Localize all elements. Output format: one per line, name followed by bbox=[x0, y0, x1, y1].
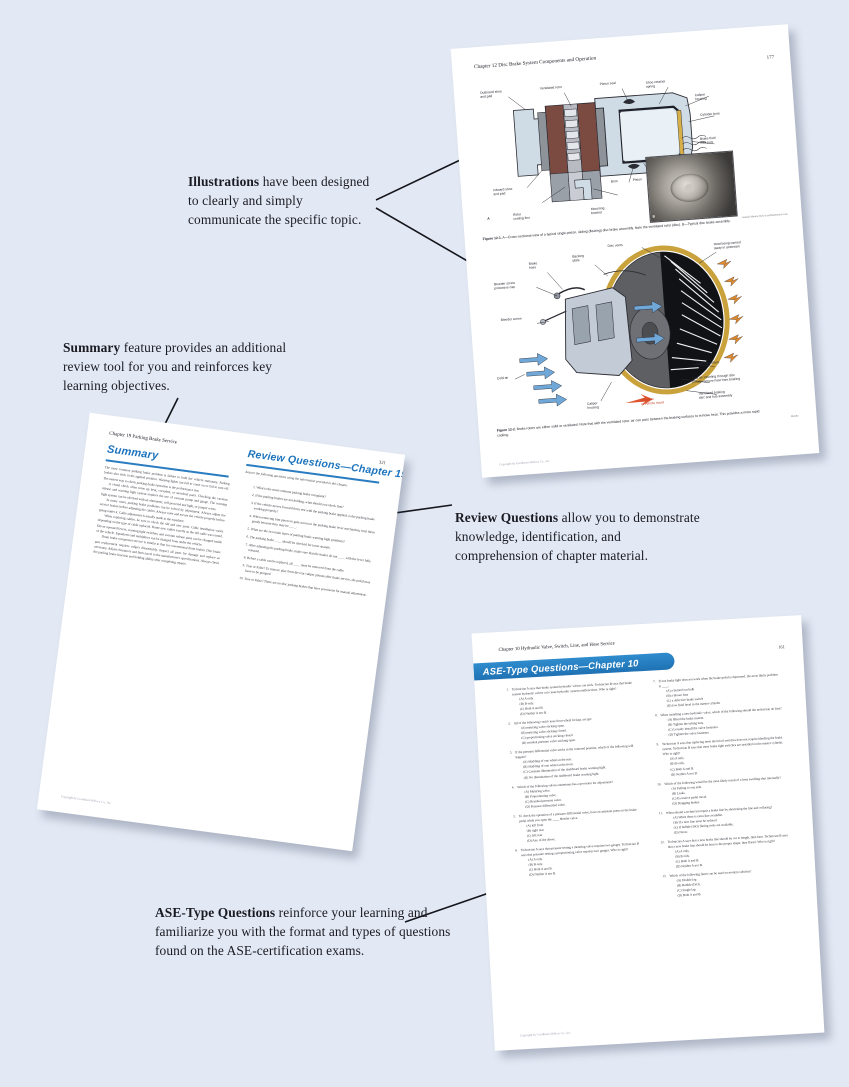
fig2-label-bleeder-screw-cap: Bleeder screw protective cap bbox=[493, 280, 516, 291]
figure-12-1-photo-b bbox=[645, 150, 738, 223]
callout-illustrations-lead: Illustrations bbox=[188, 174, 260, 189]
ase-question-number: 11. bbox=[658, 810, 664, 816]
ase-question-number: 13. bbox=[662, 874, 667, 879]
ase-question: 1. Technician A says that brake system h… bbox=[501, 681, 634, 719]
folio-number: 321 bbox=[378, 459, 387, 466]
copyright-line: Copyright by Goodheart-Willcox Co., Inc. bbox=[499, 458, 551, 467]
summary-heading: Summary bbox=[106, 443, 160, 463]
ase-question: 3. If the pressure differential valve st… bbox=[504, 744, 637, 782]
fig1-label-mounting-bracket: Mounting bracket bbox=[590, 206, 605, 216]
callout-ase-type-questions: ASE-Type Questions reinforce your learni… bbox=[155, 903, 467, 960]
ase-question: 8. When installing a new hydraulic valve… bbox=[648, 707, 783, 740]
copyright-line: Copyright by Goodheart-Willcox Co., Inc. bbox=[519, 1030, 572, 1038]
ase-questions-column-left: 1. Technician A says that brake system h… bbox=[501, 681, 644, 883]
ase-type-questions-banner: ASE-Type Questions—Chapter 10 bbox=[473, 652, 675, 681]
folio-number: 177 bbox=[766, 55, 775, 61]
ase-question-number: 5. bbox=[513, 814, 516, 819]
ase-question-number: 7. bbox=[653, 679, 656, 684]
ase-question: 12. Technician A says that a new brake l… bbox=[655, 833, 790, 871]
ase-question: 4. Which of the following valves sometim… bbox=[506, 778, 639, 810]
summary-body: The most common parking brake problem is… bbox=[93, 465, 230, 571]
callout-review-questions-body: allow you to demonstrate knowledge, iden… bbox=[455, 510, 700, 564]
callout-illustrations: Illustrations have been designed to clea… bbox=[188, 172, 378, 229]
figure-12-2-caption-label: Figure 12-2. bbox=[496, 427, 516, 433]
ase-question-number: 6. bbox=[515, 848, 518, 853]
fig1-label-caliper-housing: Caliper housing bbox=[694, 92, 707, 102]
fig1-label-b: B bbox=[652, 214, 656, 219]
page-ase-type-questions[interactable]: Chapter 10 Hydraulic Valve, Switch, Line… bbox=[471, 615, 825, 1051]
fig2-label-cold-air: Cold air bbox=[496, 375, 509, 381]
callout-summary: Summary feature provides an additional r… bbox=[63, 338, 295, 395]
fig1-label-inboard-shoe: Inboard shoe and pad bbox=[493, 186, 513, 197]
figure-12-1-caption-label: Figure 12-1. bbox=[482, 235, 502, 242]
callout-review-questions: Review Questions allow you to demonstrat… bbox=[455, 508, 707, 565]
ase-questions-column-right: 7. If one brake light does not work when… bbox=[646, 672, 792, 903]
ase-question-number: 4. bbox=[511, 784, 515, 790]
ase-question-number: 10. bbox=[657, 781, 662, 786]
fig1-label-a: A bbox=[487, 216, 490, 221]
review-questions-list: What is the most common parking brake co… bbox=[235, 484, 384, 601]
ase-question: 10. Which of the following would be the … bbox=[652, 775, 787, 808]
fig2-label-caliper-housing: Caliper housing bbox=[586, 401, 600, 411]
page-disc-brake-illustrations[interactable]: Chapter 12 Disc Brake System Components … bbox=[450, 24, 820, 478]
fig1-label-outboard-shoe: Outboard shoe and pad bbox=[479, 89, 502, 100]
callout-ase-type-questions-lead: ASE-Type Questions bbox=[155, 905, 276, 920]
fig1-label-shoe-retainer-spring: Shoe retainer spring bbox=[645, 79, 666, 90]
ase-question: 11. When should a technician repair a br… bbox=[654, 804, 789, 837]
fig1-label-rotor-cooling-fins: Rotor cooling fins bbox=[512, 212, 530, 222]
ase-question-number: 3. bbox=[509, 750, 513, 755]
callout-summary-body: feature provides an additional review to… bbox=[63, 340, 287, 394]
fig1-label-brake-fluid-inlet-port: Brake fluid inlet port bbox=[699, 135, 716, 146]
fig2-label-direction-of-travel: Direction of vehicle travel bbox=[640, 397, 665, 407]
ase-question: 5. To check the operation of a pressure … bbox=[508, 807, 641, 845]
ase-question: 2. All of the following could cause fron… bbox=[503, 715, 636, 747]
figure-12-1-credit: General Motors; Kyle Lee/Shutterstock.co… bbox=[741, 212, 788, 220]
fig1-label-piston: Piston bbox=[632, 177, 643, 182]
ase-question: 6. Technician A says that pressure testi… bbox=[510, 841, 643, 879]
ase-question: 9. Technician A says that replacing most… bbox=[650, 736, 786, 779]
ase-question: 13. Which of the following flares can be… bbox=[657, 867, 792, 900]
callout-review-questions-lead: Review Questions bbox=[455, 510, 559, 525]
figure-12-2-ventilated-rotor bbox=[514, 245, 744, 407]
ase-question-number: 9. bbox=[656, 742, 660, 747]
figure-12-1-cross-section bbox=[508, 87, 715, 203]
fig2-label-backing-plate: Backing plate bbox=[572, 253, 585, 264]
ase-question-number: 12. bbox=[660, 839, 665, 845]
figure-12-2-credit: Bendix bbox=[790, 414, 799, 419]
callout-ase-type-questions-body: reinforce your learning and familiarize … bbox=[155, 905, 451, 959]
callout-summary-lead: Summary bbox=[63, 340, 121, 355]
callout-illustrations-body: have been designed to clearly and simply… bbox=[188, 174, 370, 228]
folio-number: 161 bbox=[778, 644, 785, 650]
fig2-label-brake-hose: Brake hose bbox=[528, 261, 538, 271]
ase-question: 7. If one brake light does not work when… bbox=[646, 672, 781, 710]
page-summary-review-questions[interactable]: Chapter 19 Parking Brake Service 321 Sum… bbox=[36, 412, 406, 852]
copyright-line: Copyright by Goodheart-Willcox Co., Inc. bbox=[60, 794, 112, 805]
ase-question-number: 8. bbox=[654, 713, 658, 718]
running-head: Chapter 10 Hydraulic Valve, Switch, Line… bbox=[498, 641, 616, 654]
ase-question-number: 1. bbox=[506, 687, 509, 692]
fig1-label-boot: Boot bbox=[610, 179, 618, 184]
ase-question-number: 2. bbox=[508, 721, 511, 726]
running-head: Chapter 19 Parking Brake Service bbox=[108, 431, 178, 446]
running-head: Chapter 12 Disc Brake System Components … bbox=[473, 55, 597, 71]
